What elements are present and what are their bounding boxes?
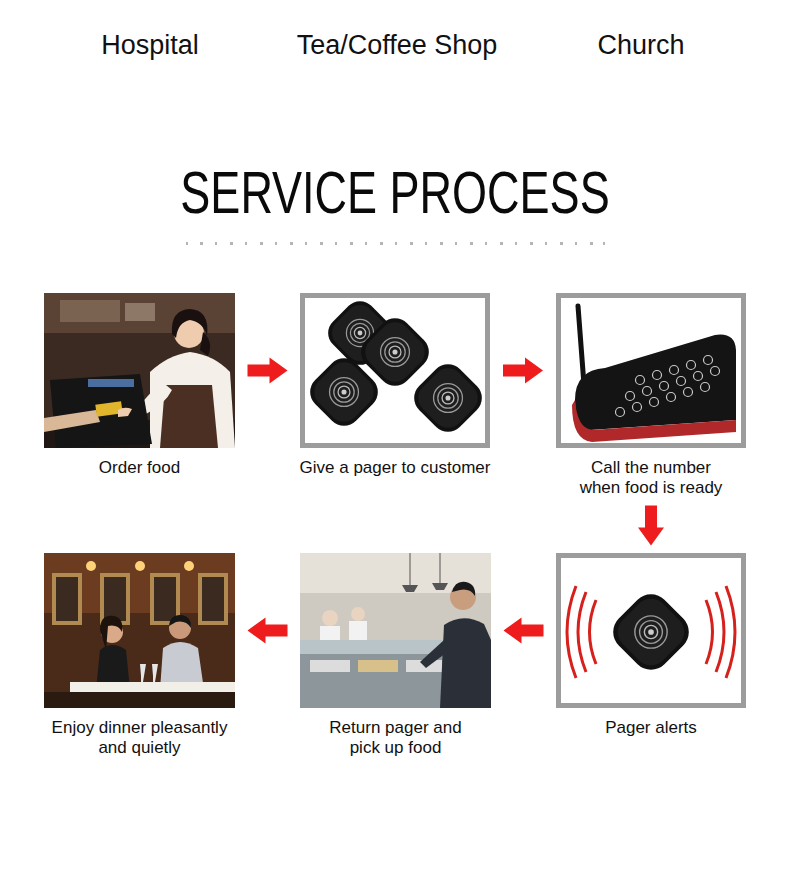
process-step: Order food bbox=[44, 293, 235, 448]
pager-alert-picture bbox=[561, 558, 741, 703]
step-caption: Pager alerts bbox=[531, 718, 771, 738]
pickup-photo bbox=[300, 553, 491, 708]
title-dots bbox=[186, 242, 605, 245]
process-step: Call the number when food is ready bbox=[556, 293, 746, 448]
dinner-photo bbox=[44, 553, 235, 708]
flow-arrow bbox=[248, 618, 288, 644]
process-step: Return pager and pick up food bbox=[300, 553, 491, 708]
transmitter-picture bbox=[561, 298, 741, 443]
step-caption: Order food bbox=[20, 458, 260, 478]
step-caption: Enjoy dinner pleasantly and quietly bbox=[49, 718, 231, 758]
flow-arrow bbox=[248, 358, 288, 384]
venue-label: Church bbox=[597, 30, 684, 61]
process-step: Pager alerts bbox=[556, 553, 746, 708]
venue-label: Hospital bbox=[101, 30, 199, 61]
venue-label: Tea/Coffee Shop bbox=[297, 30, 498, 61]
order-photo bbox=[44, 293, 235, 448]
process-step: Give a pager to customer bbox=[300, 293, 490, 448]
step-caption: Give a pager to customer bbox=[275, 458, 515, 478]
diagram-title: SERVICE PROCESS bbox=[180, 158, 609, 227]
pagers-picture bbox=[303, 295, 489, 443]
flow-arrow bbox=[638, 506, 664, 546]
process-step: Enjoy dinner pleasantly and quietly bbox=[44, 553, 235, 708]
step-caption: Call the number when food is ready bbox=[570, 458, 732, 498]
flow-arrow bbox=[503, 358, 543, 384]
flow-arrow bbox=[504, 618, 544, 644]
step-caption: Return pager and pick up food bbox=[320, 718, 472, 758]
